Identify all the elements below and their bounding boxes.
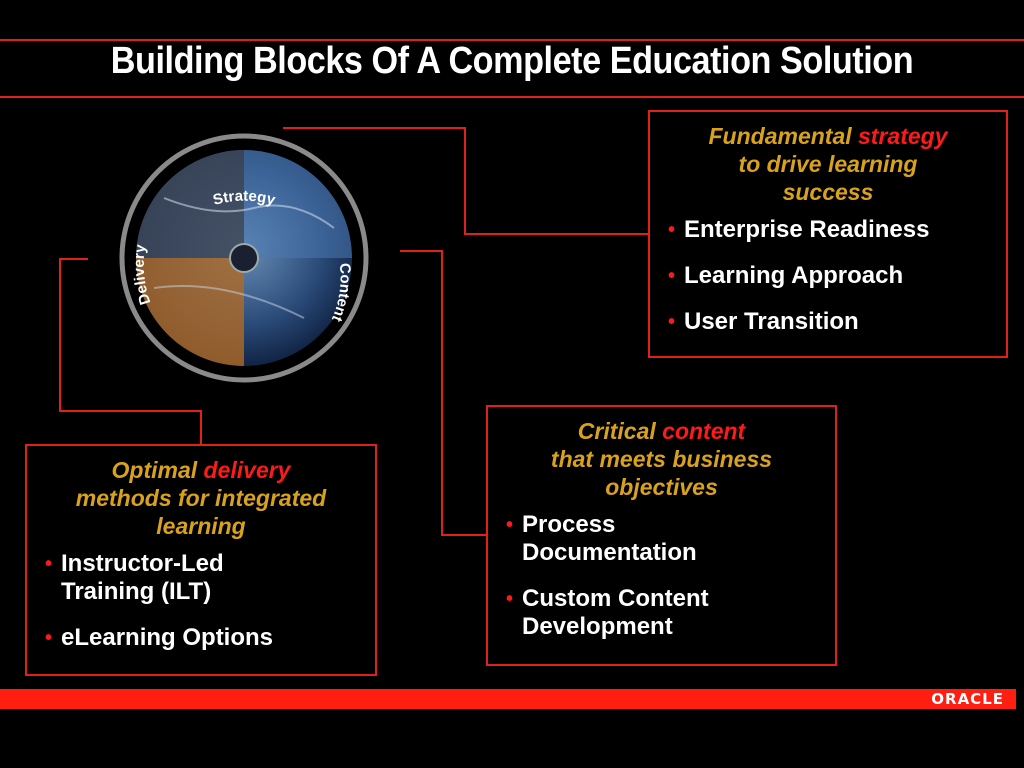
content-heading-accent: content: [662, 418, 746, 444]
list-item: Enterprise Readiness: [658, 216, 998, 244]
title-bottom-rule: [0, 96, 1024, 98]
oracle-logo: ORACLE: [931, 690, 1004, 708]
delivery-heading: Optimal delivery methods for integrated …: [35, 456, 367, 540]
content-heading-line3: objectives: [605, 474, 718, 500]
delivery-connector: [59, 258, 202, 446]
list-item: Custom Content Development: [496, 585, 752, 641]
delivery-box: Optimal delivery methods for integrated …: [25, 444, 377, 676]
delivery-quadrant-photo: [136, 258, 244, 366]
list-item: Process Documentation: [496, 511, 737, 567]
delivery-heading-pre: Optimal: [111, 457, 198, 483]
strategy-heading: Fundamental strategy to drive learning s…: [658, 122, 998, 206]
strategy-heading-accent: strategy: [858, 123, 948, 149]
list-item: Learning Approach: [658, 262, 998, 290]
title-top-rule: [0, 39, 1024, 41]
footer-bar: ORACLE: [0, 689, 1016, 709]
content-box: Critical content that meets business obj…: [486, 405, 837, 666]
strategy-box: Fundamental strategy to drive learning s…: [648, 110, 1008, 358]
content-heading-pre: Critical: [577, 418, 656, 444]
strategy-heading-pre: Fundamental: [708, 123, 852, 149]
strategy-heading-line3: success: [782, 179, 874, 205]
delivery-list: Instructor-Led Training (ILT) eLearning …: [35, 550, 367, 652]
list-item: eLearning Options: [35, 624, 367, 652]
strategy-connector: [283, 127, 650, 235]
list-item: User Transition: [658, 308, 998, 336]
delivery-heading-accent: delivery: [203, 457, 291, 483]
education-wheel-graphic: Strategy Delivery Content: [104, 128, 384, 388]
content-list: Process Documentation Custom Content Dev…: [496, 511, 827, 641]
outer-ring: [119, 133, 369, 383]
strategy-heading-line2: to drive learning: [738, 151, 918, 177]
delivery-heading-line2: methods for integrated: [75, 485, 327, 511]
list-item: Instructor-Led Training (ILT): [35, 550, 261, 606]
strategy-list: Enterprise Readiness Learning Approach U…: [658, 216, 998, 336]
page-title: Building Blocks Of A Complete Education …: [110, 40, 914, 82]
strategy-quadrant-photo: [136, 150, 244, 258]
content-heading: Critical content that meets business obj…: [496, 417, 827, 501]
content-heading-line2: that meets business: [550, 446, 773, 472]
content-connector: [400, 250, 488, 536]
people-quadrant-photo: [244, 150, 352, 258]
delivery-heading-line3: learning: [156, 513, 246, 539]
globe-image: Strategy Delivery Content: [119, 133, 369, 383]
